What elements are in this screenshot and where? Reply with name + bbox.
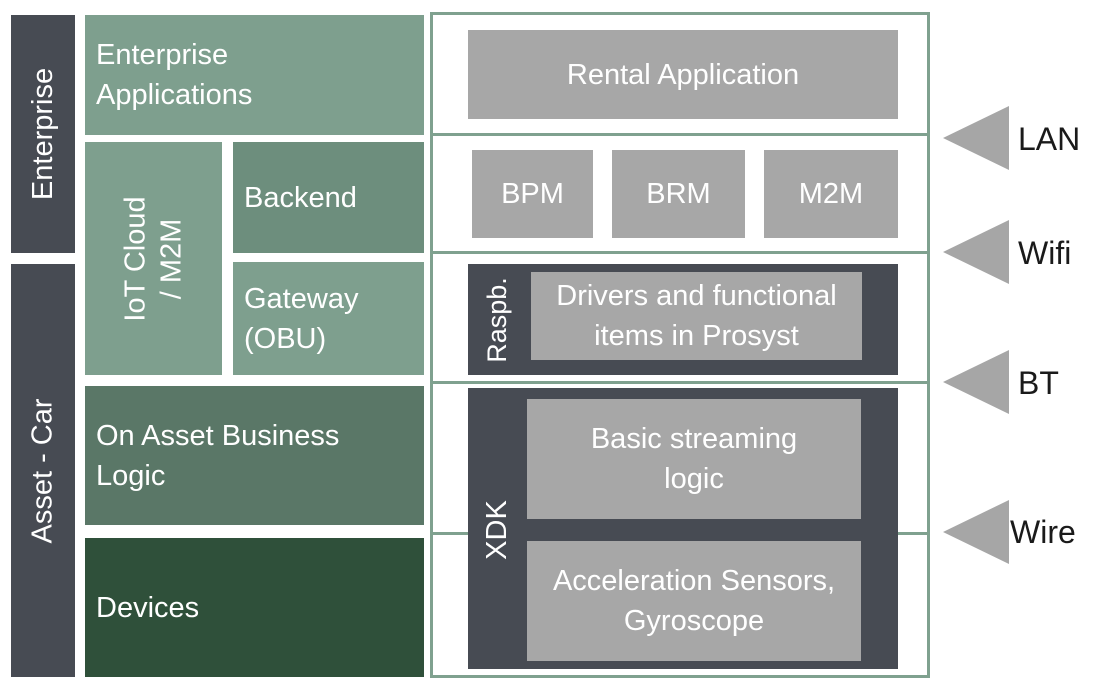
on-asset-logic-block: On Asset Business Logic: [85, 386, 424, 525]
bpm-box: BPM: [472, 150, 593, 238]
enterprise-bar-label: Enterprise: [27, 67, 60, 201]
frame-divider-2: [430, 251, 930, 254]
frame-divider-3: [430, 381, 930, 384]
backend-label: Backend: [244, 181, 357, 214]
backend-block: Backend: [233, 142, 424, 253]
bpm-label: BPM: [501, 178, 564, 210]
bt-arrow-icon: [943, 350, 1009, 414]
wire-label: Wire: [1010, 514, 1076, 550]
asset-car-bar: Asset - Car: [11, 264, 75, 677]
brm-label: BRM: [646, 178, 711, 210]
basic-streaming-label: Basic streaming logic: [590, 423, 798, 495]
raspb-label-wrap: Raspb.: [468, 264, 526, 375]
wifi-label: Wifi: [1018, 235, 1072, 271]
bt-label: BT: [1018, 365, 1059, 401]
m2m-label: M2M: [798, 178, 864, 210]
frame-divider-1: [430, 133, 930, 136]
basic-streaming-box: Basic streaming logic: [527, 399, 861, 519]
brm-box: BRM: [612, 150, 745, 238]
rental-application-label: Rental Application: [566, 58, 800, 91]
devices-block: Devices: [85, 538, 424, 677]
xdk-label: XDK: [481, 500, 514, 560]
wire-arrow-icon: [943, 500, 1009, 564]
drivers-label: Drivers and functional items in Prosyst: [556, 280, 837, 352]
drivers-box: Drivers and functional items in Prosyst: [531, 272, 862, 360]
devices-label: Devices: [96, 591, 200, 624]
m2m-box: M2M: [764, 150, 898, 238]
lan-label: LAN: [1018, 121, 1081, 157]
rental-application-box: Rental Application: [468, 30, 898, 119]
right-frame: [430, 12, 930, 678]
xdk-label-wrap: XDK: [468, 470, 526, 590]
iot-cloud-block: IoT Cloud / M2M: [85, 142, 222, 375]
gateway-label: Gateway (OBU): [244, 282, 359, 355]
sensors-label: Acceleration Sensors, Gyroscope: [552, 565, 836, 637]
lan-arrow-icon: [943, 106, 1009, 170]
enterprise-applications-block: Enterprise Applications: [85, 15, 424, 135]
on-asset-logic-label: On Asset Business Logic: [96, 419, 340, 492]
gateway-block: Gateway (OBU): [233, 262, 424, 375]
enterprise-bar: Enterprise: [11, 15, 75, 253]
sensors-box: Acceleration Sensors, Gyroscope: [527, 541, 861, 661]
raspb-label: Raspb.: [482, 276, 512, 363]
wifi-arrow-icon: [943, 220, 1009, 284]
enterprise-applications-label: Enterprise Applications: [96, 39, 253, 111]
asset-car-bar-label: Asset - Car: [27, 397, 59, 544]
iot-cloud-label: IoT Cloud / M2M: [119, 195, 188, 322]
